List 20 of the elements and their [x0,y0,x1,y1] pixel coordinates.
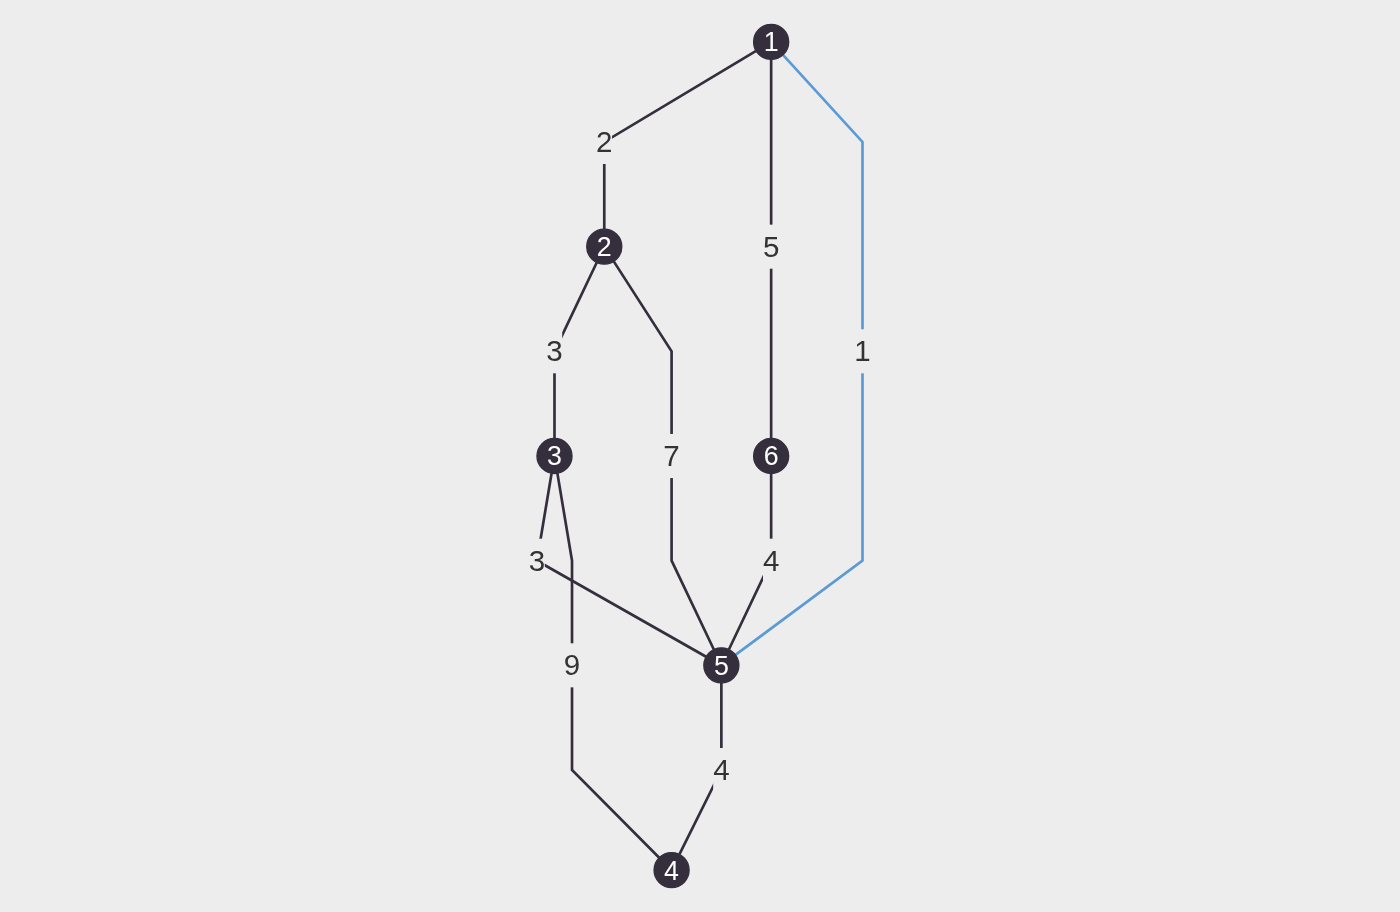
edge-label: 4 [763,543,780,578]
edge-label: 3 [546,334,563,369]
node-circle: 1 [753,23,790,61]
edge-label: 4 [713,753,730,787]
node-circle: 6 [753,437,790,475]
connector [556,473,661,859]
edge-label: 9 [564,648,581,683]
edge-label: 3 [529,543,546,578]
edge-label: 2 [596,125,613,159]
node-circle: 4 [653,851,691,889]
connector [770,59,773,439]
edge-label: 1 [854,334,871,369]
edge-label: 5 [763,229,780,264]
connector [612,260,716,651]
connector [603,49,758,230]
connector [734,53,865,656]
node-circle: 2 [586,228,623,265]
edge-label: 7 [663,439,681,473]
node-circle: 3 [536,437,573,475]
node-circle: 5 [703,647,740,684]
